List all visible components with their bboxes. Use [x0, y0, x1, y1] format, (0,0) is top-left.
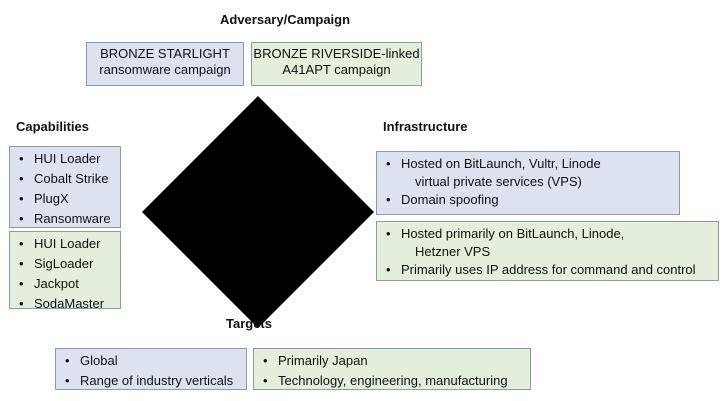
list-item-text: Domain spoofing	[401, 192, 499, 207]
list-item: PlugX	[10, 189, 120, 209]
list-item: Primarily Japan	[254, 351, 530, 371]
targets-riverside-list: Primarily Japan Technology, engineering,…	[254, 349, 530, 391]
list-item: Hosted on BitLaunch, Vultr, Linode virtu…	[377, 154, 679, 190]
capabilities-starlight-list: HUI Loader Cobalt Strike PlugX Ransomwar…	[10, 147, 120, 229]
list-item: Domain spoofing	[377, 190, 679, 210]
list-item-continuation: virtual private services (VPS)	[415, 174, 582, 189]
list-item: HUI Loader	[10, 234, 120, 254]
targets-heading: Targets	[226, 316, 272, 331]
list-item: Technology, engineering, manufacturing	[254, 371, 530, 391]
list-item-text: Hosted on BitLaunch, Vultr, Linode	[401, 156, 601, 171]
adversary-starlight-line-1: BRONZE STARLIGHT	[100, 46, 230, 61]
adversary-box-riverside: BRONZE RIVERSIDE-linked A41APT campaign	[251, 42, 422, 86]
adversary-box-starlight: BRONZE STARLIGHT ransomware campaign	[86, 42, 244, 86]
list-item: SodaMaster	[10, 294, 120, 314]
list-item: Hosted primarily on BitLaunch, Linode, H…	[377, 224, 718, 260]
infrastructure-riverside-list: Hosted primarily on BitLaunch, Linode, H…	[377, 222, 718, 280]
infrastructure-box-starlight: Hosted on BitLaunch, Vultr, Linode virtu…	[376, 151, 680, 215]
capabilities-heading: Capabilities	[16, 119, 89, 134]
list-item: Range of industry verticals	[56, 371, 246, 391]
list-item: Cobalt Strike	[10, 169, 120, 189]
list-item-text: Primarily uses IP address for command an…	[401, 262, 696, 277]
list-item-text: Hosted primarily on BitLaunch, Linode,	[401, 226, 625, 241]
capabilities-riverside-list: HUI Loader SigLoader Jackpot SodaMaster	[10, 232, 120, 314]
infrastructure-starlight-list: Hosted on BitLaunch, Vultr, Linode virtu…	[377, 152, 679, 210]
list-item: Jackpot	[10, 274, 120, 294]
list-item: SigLoader	[10, 254, 120, 274]
list-item: Global	[56, 351, 246, 371]
capabilities-box-riverside: HUI Loader SigLoader Jackpot SodaMaster	[9, 231, 121, 314]
targets-box-riverside: Primarily Japan Technology, engineering,…	[253, 348, 531, 391]
adversary-starlight-line-2: ransomware campaign	[99, 62, 231, 77]
list-item: Primarily uses IP address for command an…	[377, 260, 718, 280]
infrastructure-box-riverside: Hosted primarily on BitLaunch, Linode, H…	[376, 221, 719, 281]
list-item: Ransomware	[10, 209, 120, 229]
infrastructure-heading: Infrastructure	[383, 119, 468, 134]
adversary-riverside-line-1: BRONZE RIVERSIDE-linked	[253, 46, 420, 61]
targets-box-starlight: Global Range of industry verticals	[55, 348, 247, 391]
capabilities-box-starlight: HUI Loader Cobalt Strike PlugX Ransomwar…	[9, 146, 121, 229]
list-item: HUI Loader	[10, 149, 120, 169]
adversary-heading: Adversary/Campaign	[220, 12, 351, 27]
list-item-continuation: Hetzner VPS	[415, 244, 491, 259]
diamond-shape	[142, 96, 374, 328]
targets-starlight-list: Global Range of industry verticals	[56, 349, 246, 391]
adversary-riverside-line-2: A41APT campaign	[282, 62, 391, 77]
